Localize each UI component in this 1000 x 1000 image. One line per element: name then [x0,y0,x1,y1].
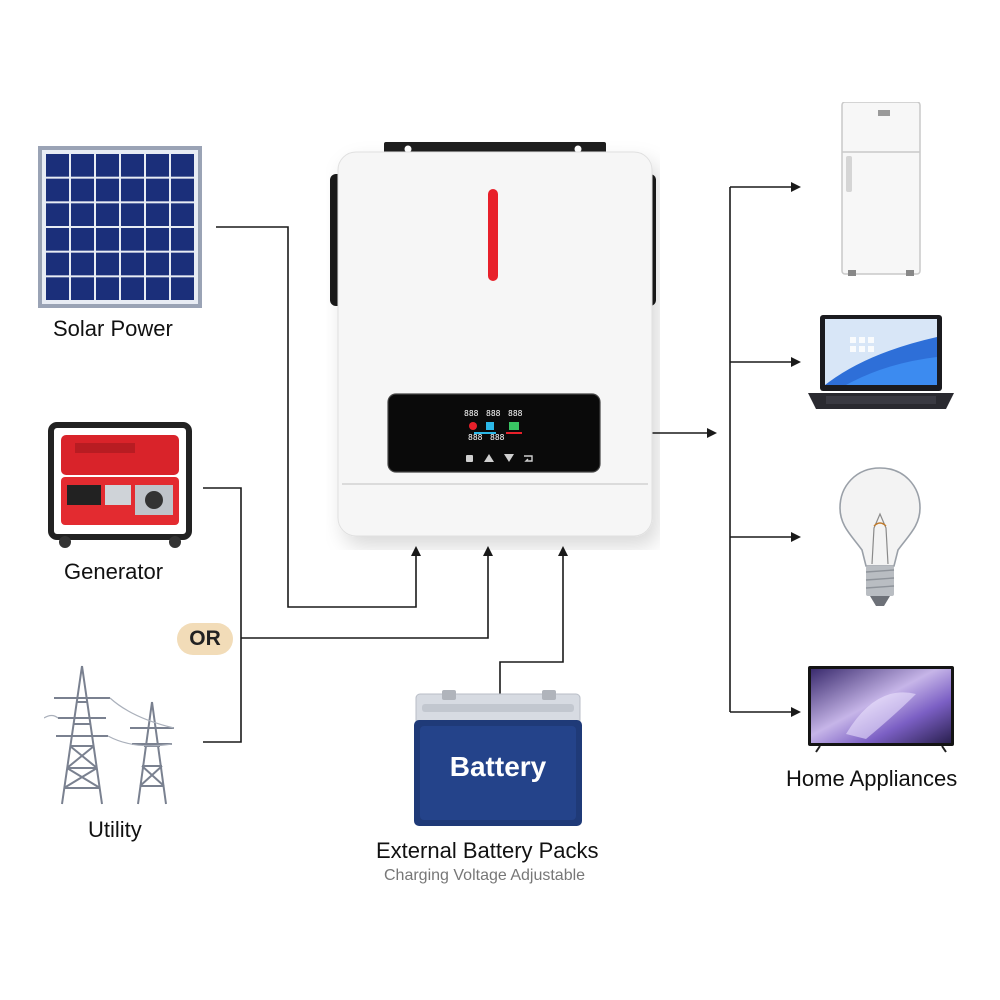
solar-cell [171,154,194,177]
solar-cell [171,252,194,276]
laptop-icon [808,315,954,409]
solar-cell [96,277,119,300]
solar-cell [121,203,144,226]
battery-packs-label: External Battery Packs [376,838,599,863]
refrigerator-icon [841,102,921,276]
solar-cell [96,252,119,276]
solar-cell [71,252,94,276]
generator-icon [48,422,192,548]
solar-cell [71,154,94,177]
or-badge: OR [177,623,233,655]
home-appliances-label: Home Appliances [786,766,958,791]
solar-cell [121,252,144,276]
power-indicator-icon [488,189,498,281]
inverter-unit: 888 888 888 888 888 [330,142,656,537]
battery-icon: Battery [414,690,582,826]
solar-cell [46,154,69,177]
solar-cell [171,277,194,300]
enter-icon [524,455,533,462]
solar-cell [96,154,119,177]
solar-cell [121,228,144,251]
solar-cell [71,178,94,202]
solar-cell [121,154,144,177]
solar-cell [171,203,194,226]
battery-case-label: Battery [450,751,547,782]
generator-wire [203,487,242,743]
solar-cell [146,154,169,177]
solar-cell [46,203,69,226]
solar-cell [171,178,194,202]
solar-cell [96,203,119,226]
solar-cell [71,203,94,226]
solar-cell [121,178,144,202]
light-bulb-icon [839,467,921,606]
solar-cell [46,228,69,251]
utility-pylon-icon [44,665,175,805]
solar-cell [171,228,194,251]
solar-panel-icon [38,146,202,308]
solar-cell [71,277,94,300]
solar-cell [146,228,169,251]
down-icon [504,454,514,462]
solar-cell [146,252,169,276]
display-readout-5: 888 [490,433,505,442]
solar-cell [46,178,69,202]
solar-wire [216,226,421,608]
generator-label: Generator [64,559,164,584]
grid-wire [241,546,493,639]
solar-cell [96,228,119,251]
solar-cell [146,178,169,202]
up-icon [484,454,494,462]
solar-power-label: Solar Power [53,316,173,341]
utility-label: Utility [88,817,142,842]
solar-cell [146,203,169,226]
display-readout-4: 888 [468,433,483,442]
solar-cell [46,277,69,300]
display-readout-1: 888 [464,409,479,418]
display-readout-2: 888 [486,409,501,418]
battery-wire [499,546,568,700]
solar-cell [71,228,94,251]
television-icon [808,666,954,753]
display-readout-3: 888 [508,409,523,418]
battery-subtitle: Charging Voltage Adjustable [384,867,586,884]
solar-cell [121,277,144,300]
menu-icon [466,455,473,462]
solar-cell [146,277,169,300]
solar-cell [96,178,119,202]
solar-cell [46,252,69,276]
